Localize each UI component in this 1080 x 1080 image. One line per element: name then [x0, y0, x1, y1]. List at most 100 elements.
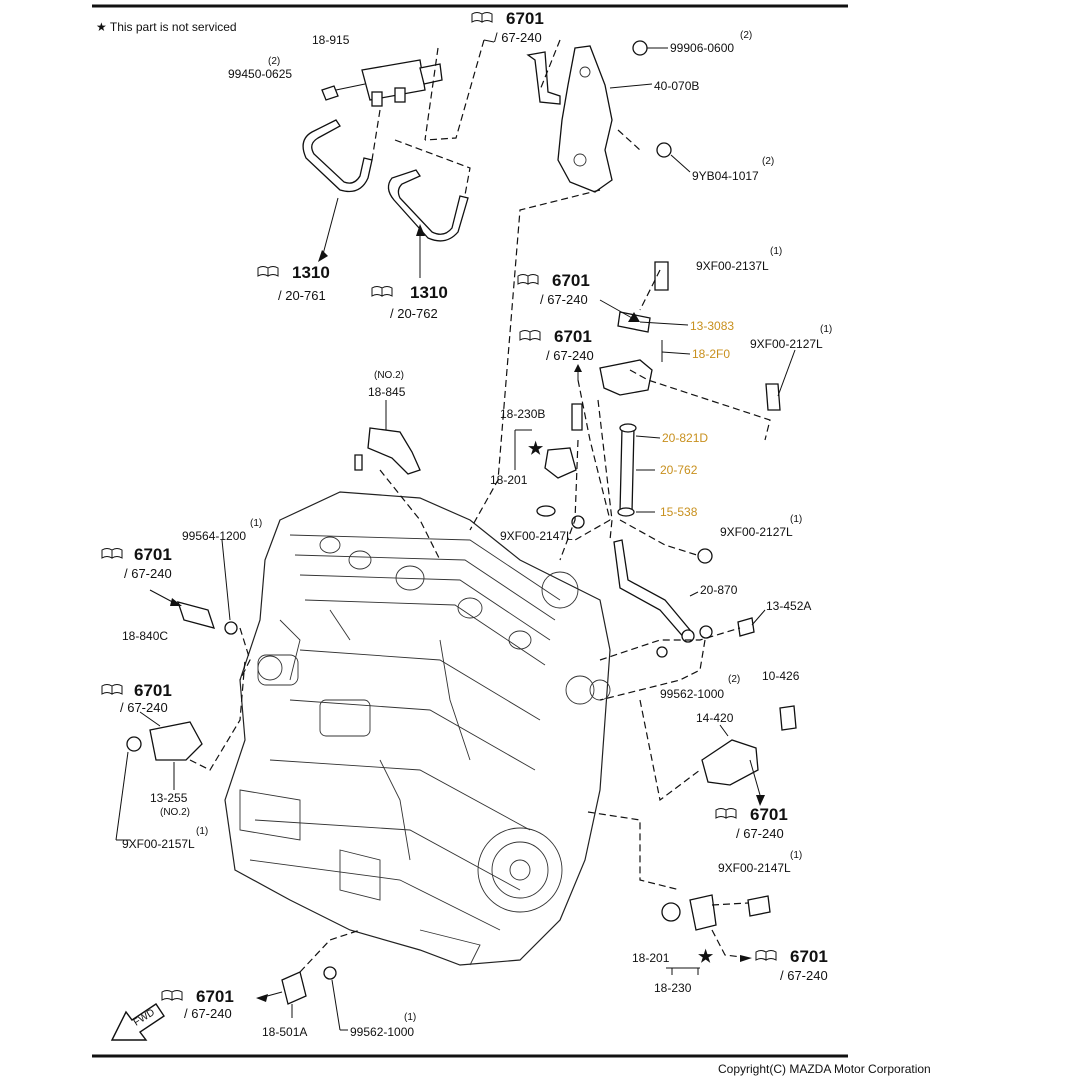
- label-14-420: 14-420: [696, 711, 734, 725]
- label-18-840C: 18-840C: [122, 629, 168, 643]
- ref-block-8[interactable]: 6701 / 67-240: [715, 805, 788, 841]
- part-18-2F0: [599, 340, 691, 396]
- bolt-13-452A: [737, 617, 755, 637]
- ref-sub: / 67-240: [540, 292, 588, 307]
- ref-number: 6701: [196, 987, 234, 1006]
- qty-99562-a: (2): [728, 674, 740, 685]
- not-serviced-star-b: ★: [698, 947, 714, 966]
- label-no2-a: (NO.2): [374, 370, 404, 381]
- label-18-230B: 18-230B: [500, 407, 545, 421]
- qty-2127L-a: (1): [820, 324, 832, 335]
- label-99906-0600: 99906-0600: [670, 41, 734, 55]
- pipe-20-870: [613, 539, 691, 642]
- qty-2137L: (1): [770, 246, 782, 257]
- ref-block-1[interactable]: 6701 / 67-240: [471, 9, 544, 45]
- label-9XF00-2157L: 9XF00-2157L: [122, 837, 195, 851]
- bolt-9XF00-2127L-b: [697, 548, 713, 564]
- qty-99564: (1): [250, 518, 262, 529]
- part-18-840C: [149, 539, 238, 635]
- ref-number: 6701: [552, 271, 590, 290]
- label-20-762-b: 20-762: [660, 463, 698, 477]
- part-18-501A: [256, 966, 348, 1031]
- label-18-201-b: 18-201: [632, 951, 670, 965]
- part-18-230: [661, 894, 771, 975]
- label-10-426: 10-426: [762, 669, 800, 683]
- qty-99906: (2): [740, 30, 752, 41]
- ref-sub: / 67-240: [494, 30, 542, 45]
- qty-2127L-b: (1): [790, 514, 802, 525]
- ref-number: 6701: [134, 681, 172, 700]
- label-18-845: 18-845: [368, 385, 406, 399]
- ref-block-10[interactable]: 6701 / 67-240: [161, 987, 234, 1021]
- ref-number: 6701: [554, 327, 592, 346]
- label-9XF00-2147L-a: 9XF00-2147L: [500, 529, 573, 543]
- ref-block-6[interactable]: 6701 / 67-240: [101, 545, 172, 581]
- label-20-821D: 20-821D: [662, 431, 708, 445]
- ref-sub: / 67-240: [124, 566, 172, 581]
- part-18-915: [361, 59, 443, 107]
- ref-number: 1310: [292, 263, 330, 282]
- ref-number: 6701: [790, 947, 828, 966]
- label-99564-1200: 99564-1200: [182, 529, 246, 543]
- ref-number: 6701: [506, 9, 544, 28]
- hose-20-761: [302, 119, 373, 193]
- part-18-230B: [514, 403, 585, 529]
- book-icon: [517, 274, 539, 285]
- label-9XF00-2127L-b: 9XF00-2127L: [720, 525, 793, 539]
- label-15-538: 15-538: [660, 505, 698, 519]
- book-icon: [471, 12, 493, 23]
- ref-sub: / 67-240: [780, 968, 828, 983]
- label-99450-0625: 99450-0625: [228, 67, 292, 81]
- label-9YB04-1017: 9YB04-1017: [692, 169, 759, 183]
- egr-pipe: [617, 423, 661, 517]
- qty-99562-b: (1): [404, 1012, 416, 1023]
- hose-20-762-top: [387, 169, 469, 242]
- label-13-255: 13-255: [150, 791, 188, 805]
- ref-block-5[interactable]: 6701 / 67-240: [519, 327, 594, 363]
- label-99562-1000-a: 99562-1000: [660, 687, 724, 701]
- bolt-99450-0625: [321, 83, 366, 101]
- not-serviced-note: ★ This part is not serviced: [96, 20, 237, 34]
- label-20-870: 20-870: [700, 583, 738, 597]
- label-18-230: 18-230: [654, 981, 692, 995]
- label-no2-b: (NO.2): [160, 807, 190, 818]
- ref-sub: / 67-240: [120, 700, 168, 715]
- ref-sub: / 67-240: [736, 826, 784, 841]
- ref-sub: / 20-762: [390, 306, 438, 321]
- label-9XF00-2137L: 9XF00-2137L: [696, 259, 769, 273]
- qty-2157L: (1): [196, 826, 208, 837]
- bracket-40-070B: [526, 40, 691, 193]
- label-18-2F0: 18-2F0: [692, 347, 730, 361]
- book-icon: [101, 684, 123, 695]
- qty-2147L-b: (1): [790, 850, 802, 861]
- label-18-501A: 18-501A: [262, 1025, 307, 1039]
- book-icon: [519, 330, 541, 341]
- part-18-845: [354, 400, 421, 475]
- engine-block: [224, 491, 611, 966]
- ref-block-9[interactable]: 6701 / 67-240: [755, 947, 828, 983]
- fwd-arrow-icon: FWD: [110, 1003, 165, 1041]
- label-18-201-a: 18-201: [490, 473, 528, 487]
- qty-9YB04: (2): [762, 156, 774, 167]
- book-icon: [715, 808, 737, 819]
- ref-block-3[interactable]: 1310 / 20-762: [371, 283, 448, 321]
- label-13-3083: 13-3083: [690, 319, 734, 333]
- copyright-text: Copyright(C) MAZDA Motor Corporation: [718, 1062, 931, 1076]
- part-13-255: [115, 711, 203, 841]
- qty-99450: (2): [268, 56, 280, 67]
- ref-number: 6701: [134, 545, 172, 564]
- book-icon: [755, 950, 777, 961]
- ref-block-2[interactable]: 1310 / 20-761: [257, 263, 330, 303]
- not-serviced-star-a: ★: [528, 439, 544, 458]
- book-icon: [161, 990, 183, 1001]
- ref-number: 1310: [410, 283, 448, 302]
- ref-sub: / 20-761: [278, 288, 326, 303]
- book-icon: [371, 286, 393, 297]
- part-14-420: [701, 705, 797, 806]
- ref-block-7[interactable]: 6701 / 67-240: [101, 681, 172, 715]
- label-18-915: 18-915: [312, 33, 350, 47]
- ref-block-4[interactable]: 6701 / 67-240: [517, 271, 590, 307]
- ref-number: 6701: [750, 805, 788, 824]
- book-icon: [257, 266, 279, 277]
